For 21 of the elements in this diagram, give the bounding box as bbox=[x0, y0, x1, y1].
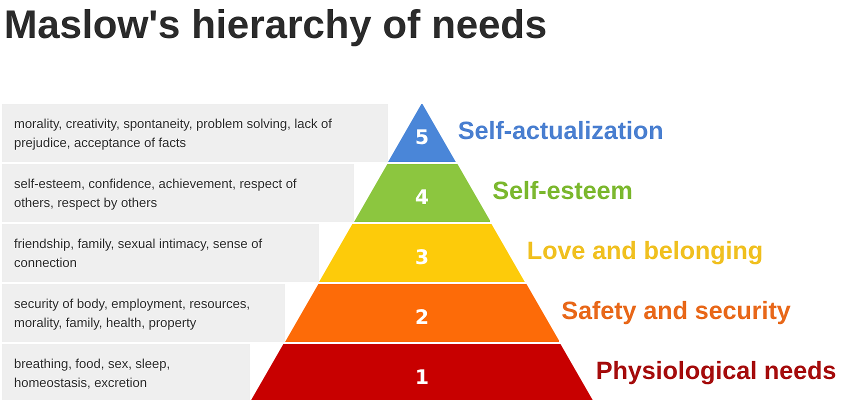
level-number: 3 bbox=[415, 247, 429, 267]
description-band bbox=[2, 164, 354, 222]
level-name: Physiological needs bbox=[596, 356, 836, 386]
level-number: 4 bbox=[415, 187, 429, 207]
description-text: security of body, employment, resources, morality, family, health, property bbox=[14, 295, 252, 332]
level-name: Self-esteem bbox=[492, 176, 633, 206]
description-band bbox=[2, 224, 320, 282]
level-name: Safety and security bbox=[561, 296, 791, 326]
description-text: friendship, family, sexual intimacy, sense of connection bbox=[14, 235, 264, 272]
title: Maslow's hierarchy of needs bbox=[4, 2, 548, 48]
level-number: 5 bbox=[415, 127, 429, 147]
level-name: Love and belonging bbox=[526, 236, 764, 266]
description-text: self-esteem, confidence, achievement, respect of others, respect by others bbox=[14, 175, 298, 212]
description-band bbox=[2, 284, 285, 342]
level-name: Self-actualization bbox=[458, 116, 664, 146]
description-text: morality, creativity, spontaneity, problem solving, lack of prejudice, acceptance of facts bbox=[14, 115, 333, 152]
level-number: 1 bbox=[415, 367, 429, 387]
level-number: 2 bbox=[415, 307, 429, 327]
description-band bbox=[2, 344, 250, 400]
description-text: breathing, food, sex, sleep, homeostasis, excretion bbox=[14, 355, 172, 392]
description-band bbox=[2, 104, 388, 162]
